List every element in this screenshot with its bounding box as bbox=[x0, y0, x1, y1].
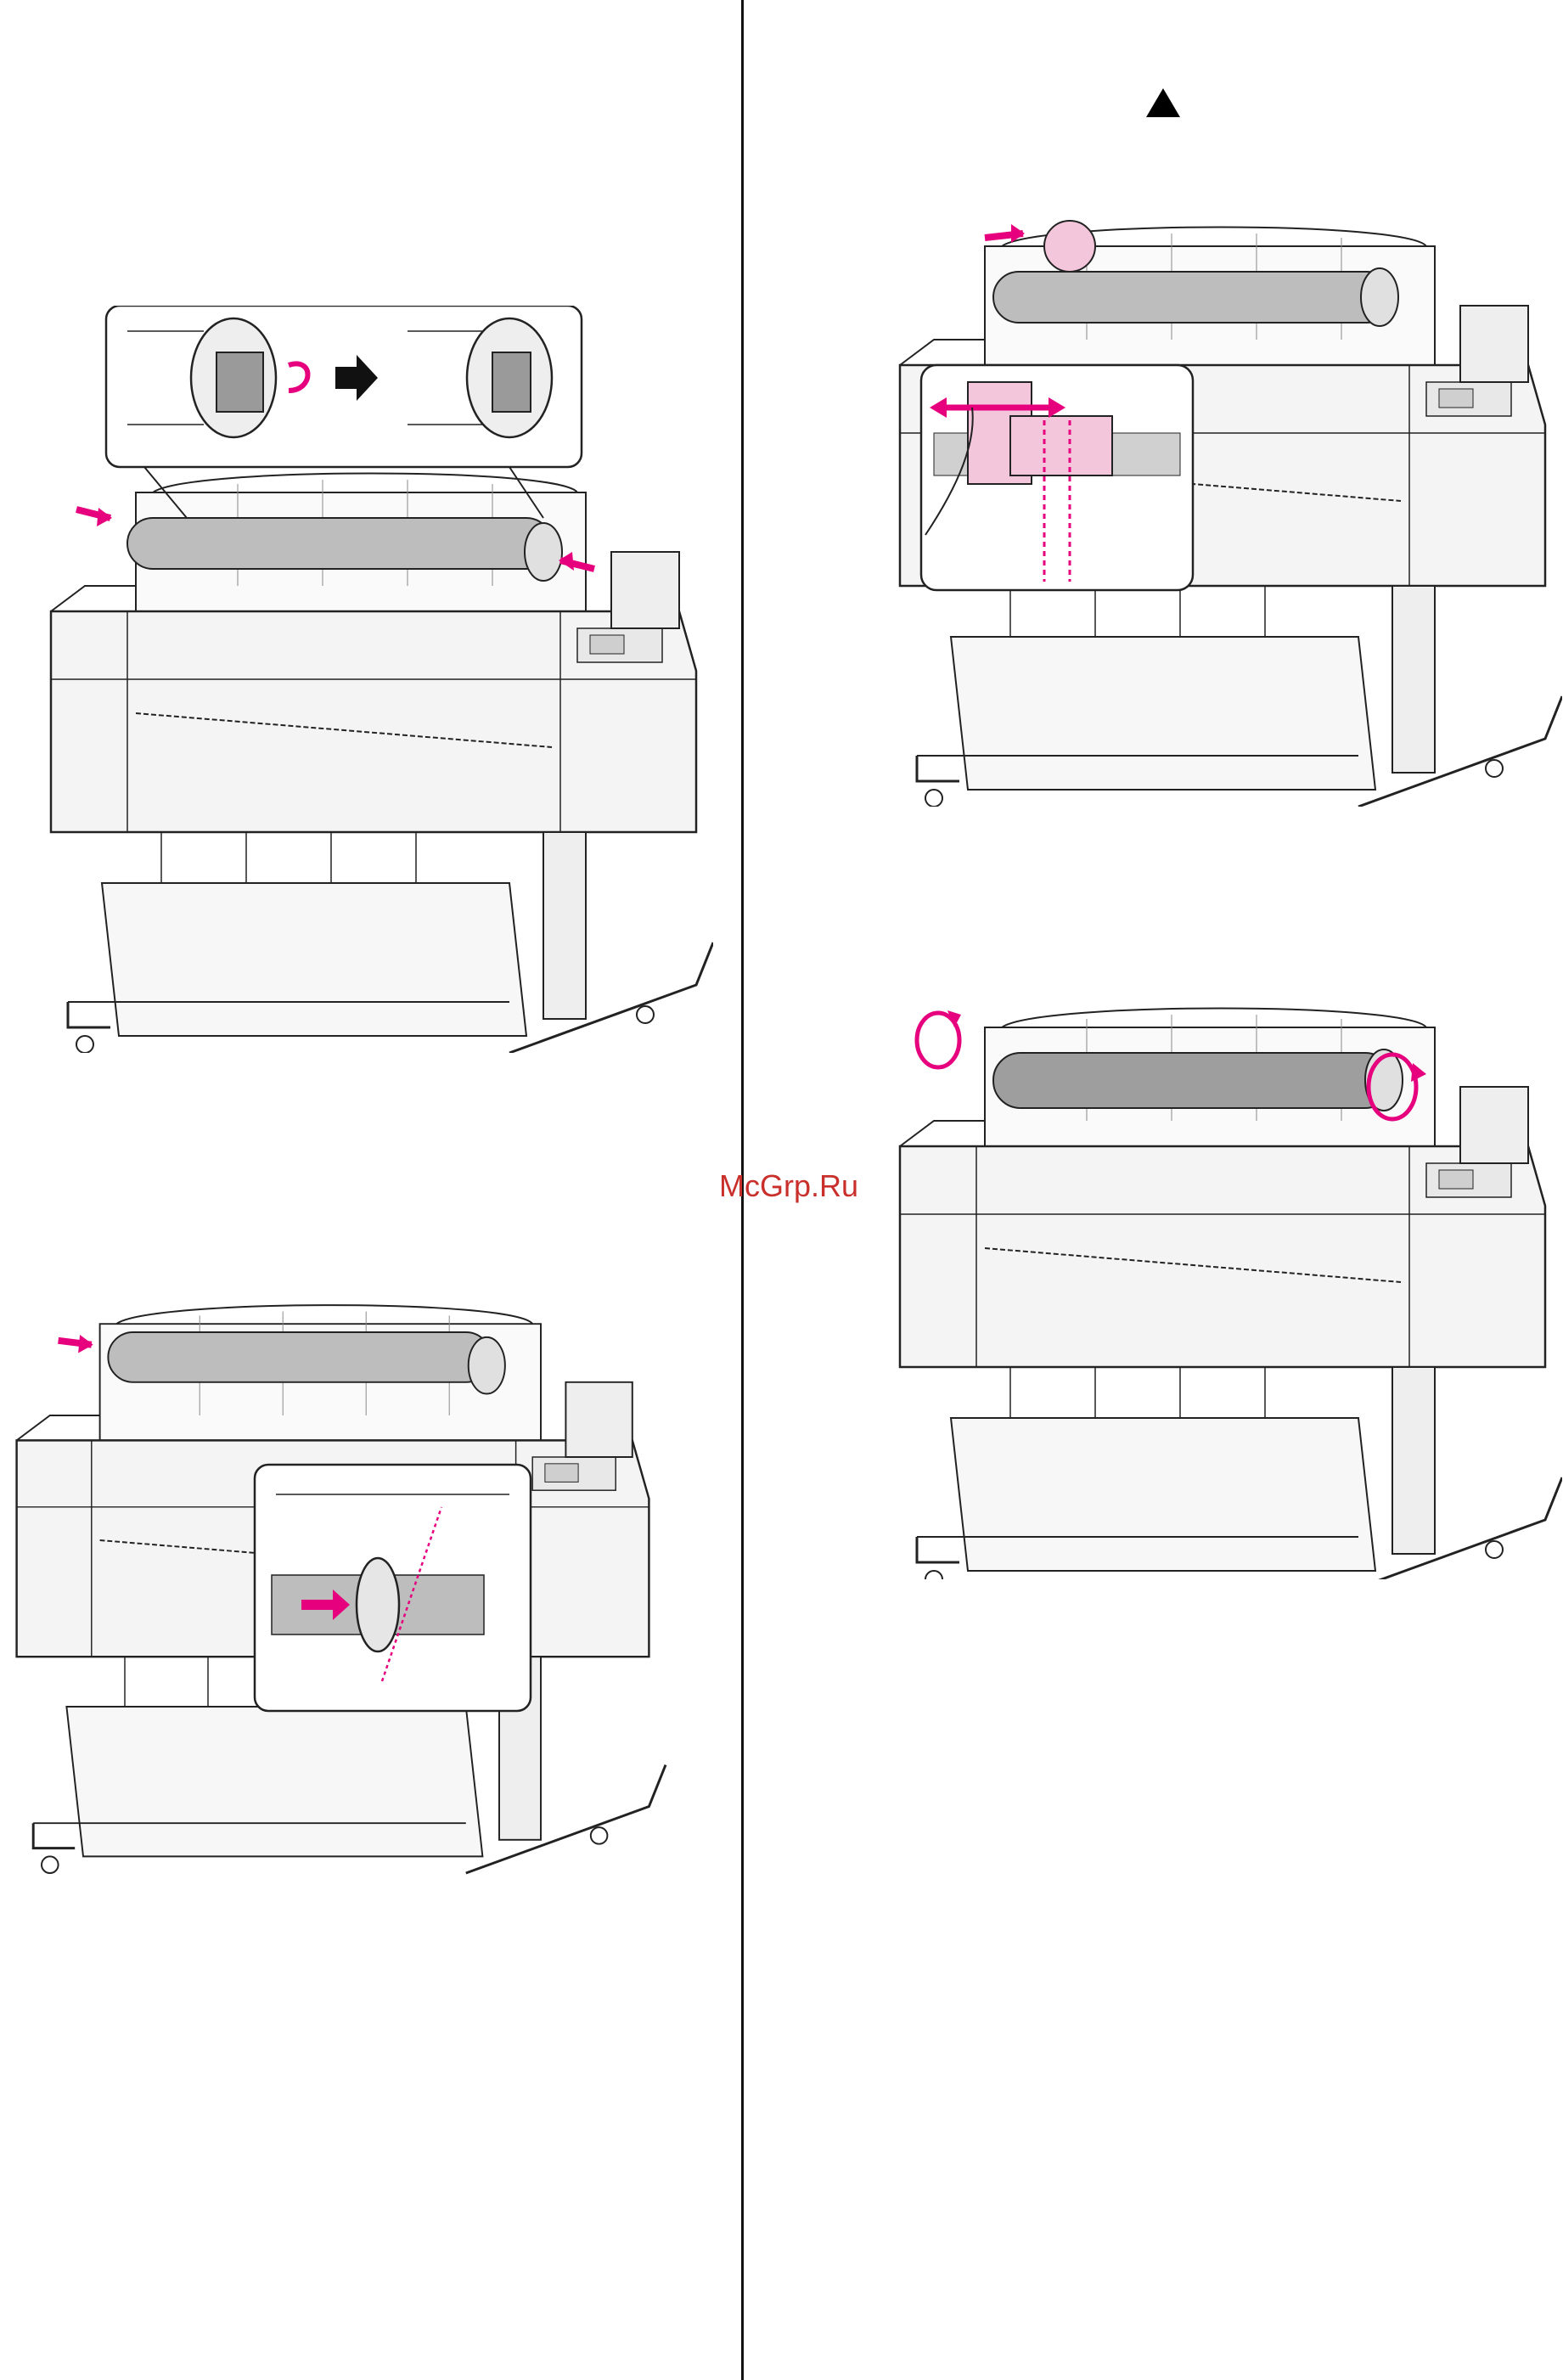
watermark-text: McGrp.Ru bbox=[700, 1168, 878, 1204]
figure-position-roll bbox=[0, 1291, 696, 1885]
up-triangle-icon bbox=[1146, 88, 1180, 117]
figure-rotate-roll bbox=[883, 993, 1562, 1579]
figure-slide-holder bbox=[883, 212, 1562, 807]
figure-attach-roll bbox=[34, 306, 713, 1053]
